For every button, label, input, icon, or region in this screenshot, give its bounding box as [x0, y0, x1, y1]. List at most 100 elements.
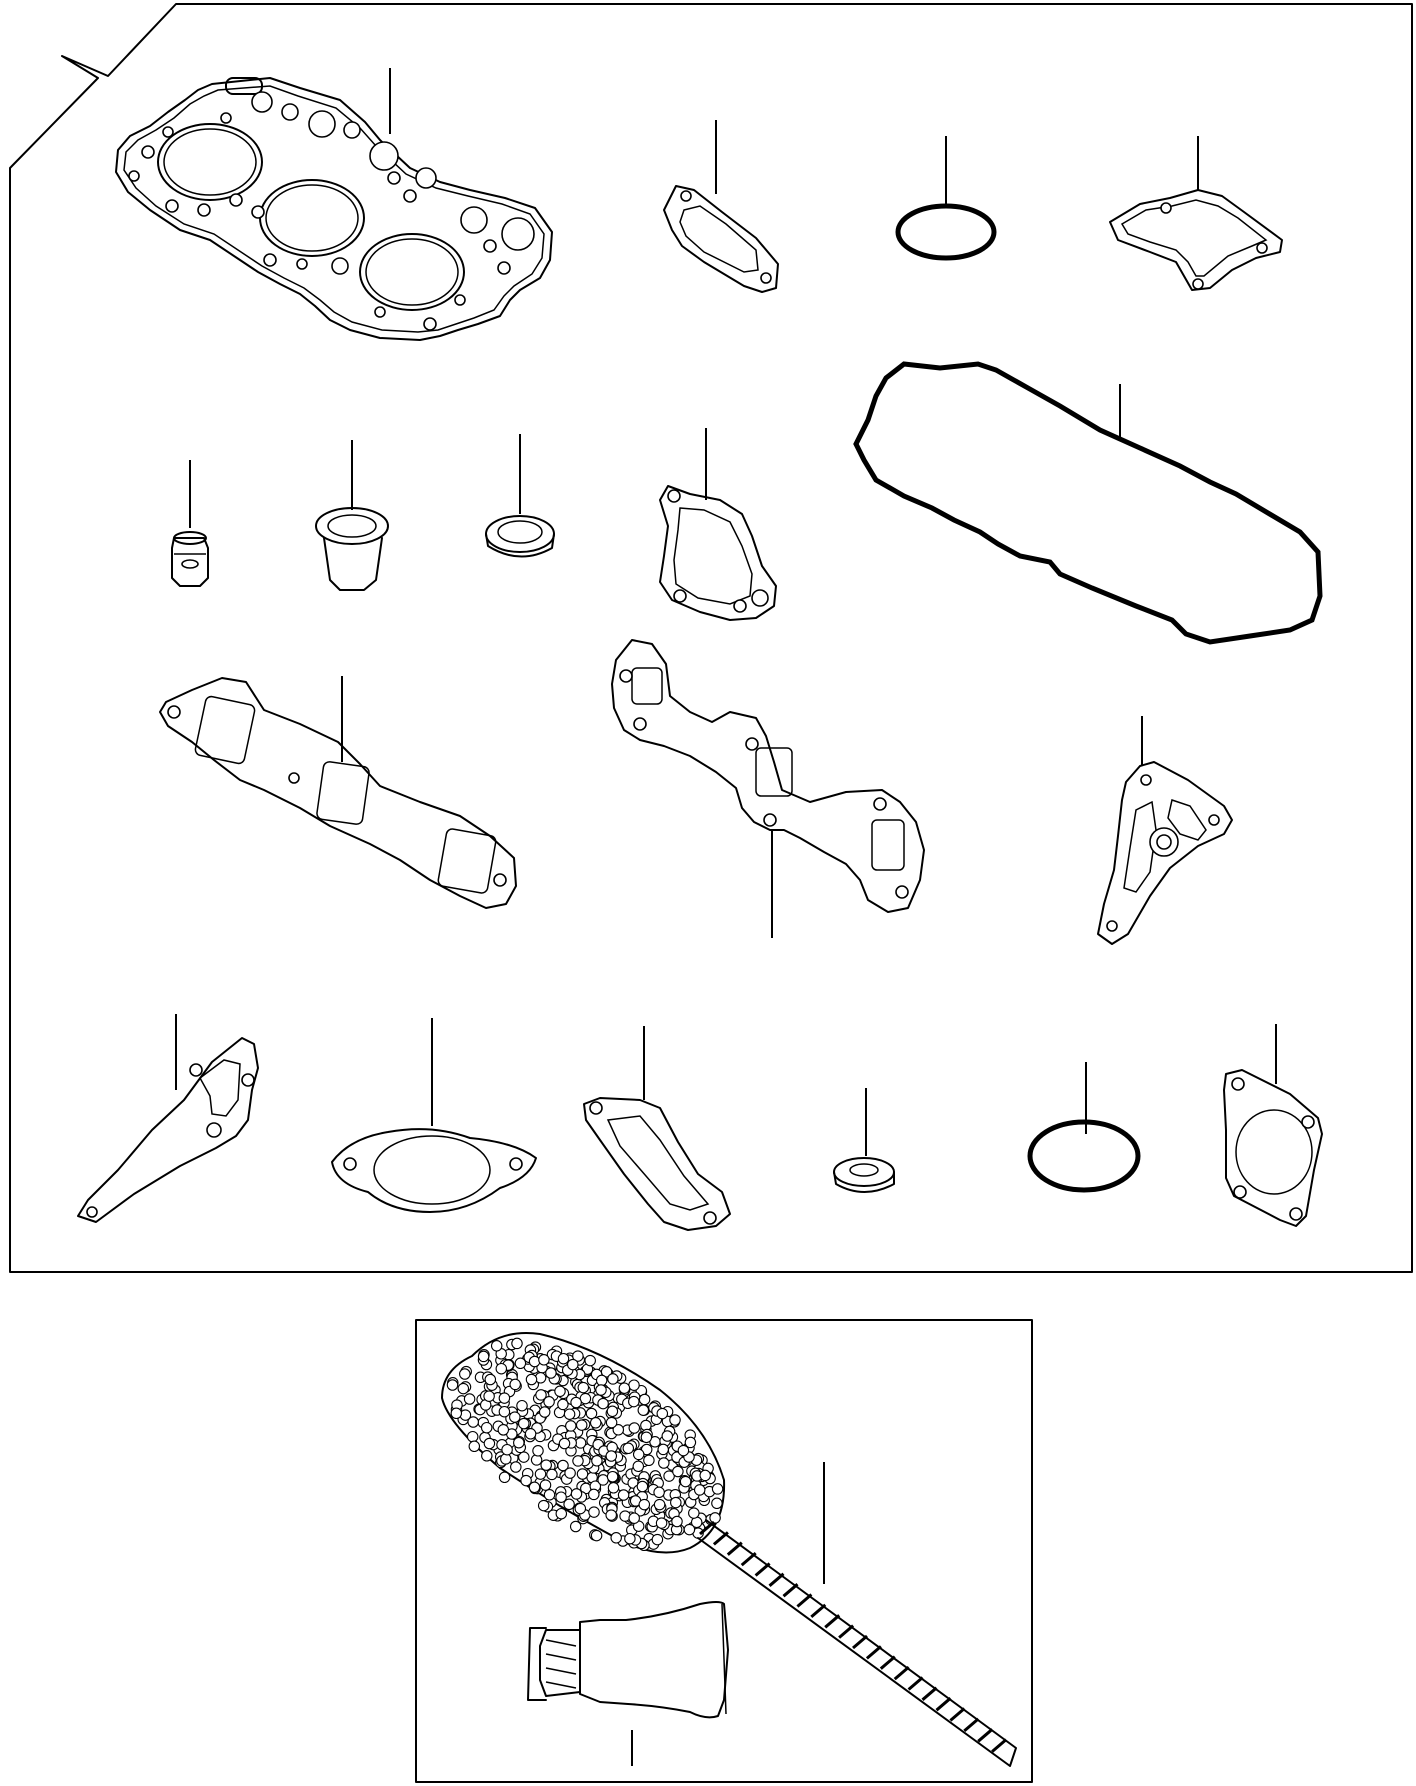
- twist-mark: [893, 1665, 910, 1681]
- twist-mark: [991, 1738, 1008, 1753]
- bristle-dot: [497, 1424, 510, 1436]
- bristle-dot: [574, 1502, 587, 1515]
- twist-mark: [907, 1676, 924, 1691]
- bristle-dot: [528, 1355, 541, 1368]
- bristle-dot: [658, 1457, 670, 1469]
- sealant-tube: [527, 1601, 729, 1766]
- bristle-dot: [605, 1509, 617, 1521]
- bristle-dot: [656, 1407, 669, 1420]
- bristle-dot: [509, 1378, 521, 1391]
- bristle-dot: [520, 1474, 532, 1487]
- twist-mark: [963, 1717, 980, 1733]
- bristle-dot: [670, 1496, 682, 1509]
- bristle-dot: [481, 1450, 493, 1462]
- bristle-dot: [525, 1373, 538, 1386]
- bristle-dot: [688, 1507, 700, 1519]
- bristle-dot: [538, 1354, 550, 1366]
- bristle-dot: [498, 1405, 511, 1418]
- bristle-dot: [663, 1470, 675, 1482]
- bristle-dot: [655, 1517, 668, 1529]
- bristle-dot: [589, 1417, 602, 1429]
- bristle-dot: [617, 1489, 630, 1501]
- intake-manifold-gasket: [159, 676, 517, 909]
- bristle-dot: [570, 1396, 582, 1409]
- bristle-dot: [699, 1469, 711, 1482]
- exhaust-manifold-gasket: [611, 639, 925, 938]
- bristle-dot: [693, 1484, 706, 1496]
- twist-mark: [879, 1655, 896, 1670]
- oval-flange-gasket: [331, 1018, 537, 1213]
- bristle-dot: [463, 1393, 476, 1405]
- bristle-dot: [557, 1398, 569, 1411]
- twist-mark: [949, 1707, 966, 1722]
- brush-bristles: [446, 1337, 724, 1552]
- bristle-dot: [638, 1498, 651, 1511]
- bristle-dot: [632, 1448, 645, 1461]
- twist-mark: [838, 1624, 855, 1639]
- bristle-dot: [567, 1358, 579, 1371]
- bristle-dot: [557, 1459, 569, 1472]
- twist-mark: [977, 1728, 994, 1743]
- bristle-dot: [671, 1515, 683, 1528]
- twist-mark: [740, 1551, 757, 1567]
- bristle-dot: [509, 1411, 521, 1423]
- triangular-plate-gasket: [1097, 716, 1233, 945]
- twist-mark: [699, 1520, 715, 1536]
- angled-flange-gasket: [583, 1026, 731, 1231]
- bristle-dot: [577, 1381, 590, 1394]
- bristle-dot: [628, 1379, 640, 1391]
- bristle-dot: [636, 1480, 649, 1493]
- bristle-dot: [612, 1424, 625, 1436]
- bristle-dot: [605, 1450, 618, 1462]
- bristle-dot: [516, 1399, 528, 1412]
- bristle-dot: [538, 1406, 551, 1418]
- bristle-dot: [651, 1533, 664, 1546]
- bristle-dot: [622, 1442, 635, 1455]
- gasket-set-panel: [9, 3, 1413, 1273]
- bristle-dot: [618, 1382, 631, 1394]
- bristle-dot: [490, 1340, 503, 1352]
- bristle-dot: [563, 1408, 576, 1420]
- bristle-dot: [640, 1431, 653, 1444]
- bristle-dot: [711, 1483, 724, 1495]
- bristle-dot: [585, 1407, 598, 1420]
- bristle-dot: [555, 1491, 567, 1503]
- twist-mark: [810, 1603, 827, 1619]
- large-o-ring: [1027, 1062, 1141, 1193]
- bristle-dot: [540, 1459, 552, 1471]
- bristle-dot: [537, 1499, 550, 1512]
- bristle-dot: [528, 1481, 541, 1494]
- valve-cover-gasket: [853, 361, 1323, 645]
- twist-mark: [824, 1614, 841, 1629]
- bristle-dot: [661, 1430, 674, 1442]
- bristle-dot: [605, 1416, 618, 1429]
- bristle-dot: [606, 1470, 619, 1483]
- water-outlet-gasket: [659, 428, 777, 621]
- bristle-dot: [584, 1354, 596, 1367]
- bristle-dot: [495, 1362, 508, 1375]
- bristle-dot: [483, 1390, 495, 1402]
- bristle-dot: [543, 1489, 556, 1501]
- bristle-dot: [606, 1405, 619, 1418]
- bristle-dot: [588, 1506, 600, 1518]
- bristle-dot: [575, 1419, 588, 1431]
- bristle-dot: [607, 1482, 620, 1494]
- bristle-dot: [632, 1460, 645, 1473]
- sealing-washer: [485, 434, 555, 558]
- small-washer: [833, 1088, 895, 1193]
- bristle-dot: [683, 1523, 696, 1536]
- cleaning-brush: [441, 1332, 1017, 1767]
- cylinder-head-gasket: [115, 68, 553, 341]
- bristle-dot: [711, 1497, 723, 1510]
- bristle-dot: [610, 1532, 622, 1544]
- bristle-dot: [672, 1465, 684, 1478]
- bristle-dot: [569, 1520, 582, 1533]
- twist-mark: [712, 1531, 729, 1546]
- bristle-dot: [459, 1368, 471, 1380]
- bristle-dot: [628, 1422, 641, 1434]
- twist-mark: [921, 1686, 938, 1701]
- bristle-dot: [653, 1486, 665, 1499]
- bristle-dot: [595, 1374, 608, 1387]
- brush-twisted-wire: [699, 1520, 1008, 1753]
